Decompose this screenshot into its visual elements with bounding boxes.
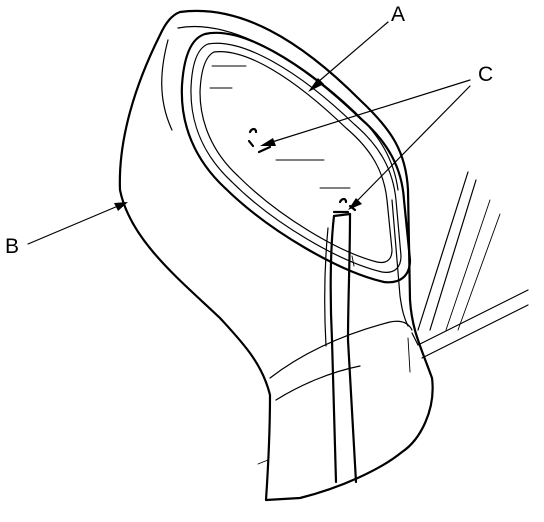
mirror-glass <box>180 31 412 284</box>
callout-b-label: B <box>5 235 20 258</box>
arrowhead-c2-icon <box>348 198 362 210</box>
callout-a-label: A <box>391 3 406 26</box>
mirror-housing <box>118 9 434 502</box>
pry-tool <box>324 212 358 484</box>
callout-c-label: C <box>478 63 494 86</box>
leader-lines <box>27 21 471 245</box>
arrowhead-a-icon <box>308 78 324 92</box>
arrowhead-c1-icon <box>260 138 276 146</box>
arrowhead-b-icon <box>114 202 128 211</box>
door-frame-lines <box>411 171 529 359</box>
